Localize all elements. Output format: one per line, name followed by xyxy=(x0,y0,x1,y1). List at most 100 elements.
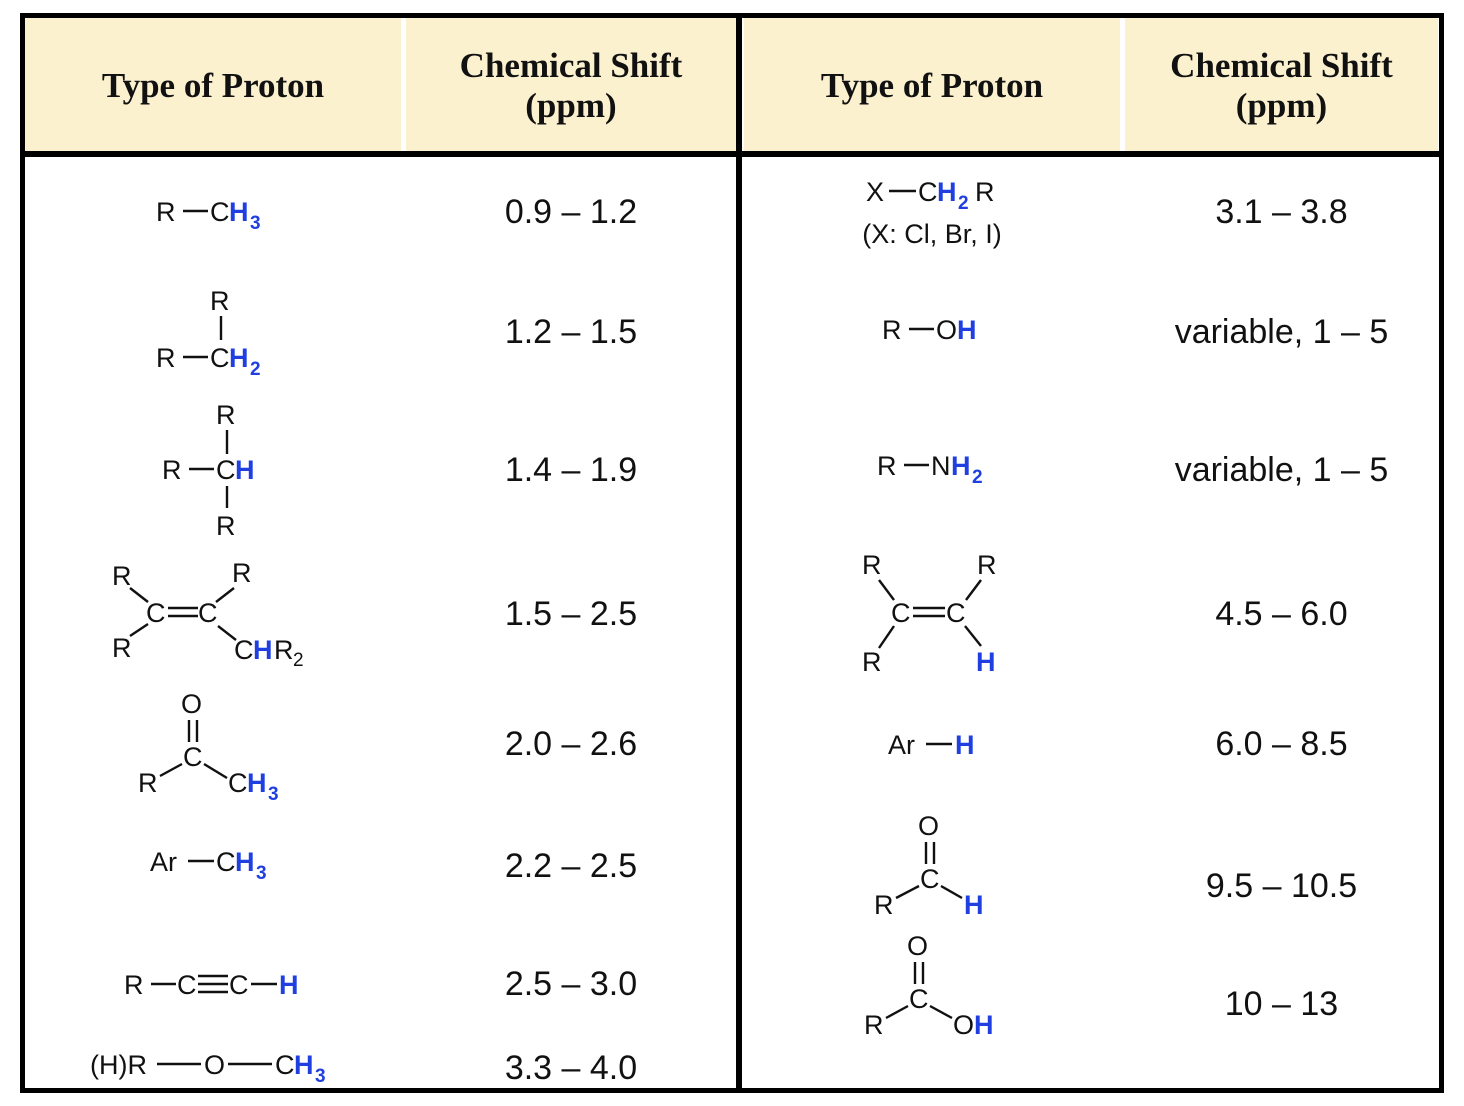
svg-text:2: 2 xyxy=(293,650,304,671)
table-frame xyxy=(20,13,1444,1093)
left-shift-4: 1.5 – 2.5 xyxy=(504,594,638,633)
svg-text:R: R xyxy=(210,286,230,316)
svg-text:Ar: Ar xyxy=(888,730,915,760)
svg-text:2: 2 xyxy=(972,467,983,488)
svg-text:H: H xyxy=(951,451,971,481)
left-shift-7: 2.5 – 3.0 xyxy=(504,964,638,1003)
left-shift-1: 0.9 – 1.2 xyxy=(504,192,638,231)
header-bg-4 xyxy=(1125,18,1438,153)
svg-text:H: H xyxy=(229,343,249,373)
right-shift-4: 4.5 – 6.0 xyxy=(1215,594,1348,633)
header-chemical-shift-right: Chemical Shift(ppm) xyxy=(1170,45,1393,125)
svg-text:R: R xyxy=(216,511,236,541)
svg-text:3: 3 xyxy=(256,863,267,884)
svg-text:C: C xyxy=(918,177,938,207)
right-shift-7: 10 – 13 xyxy=(1224,984,1339,1023)
svg-text:R: R xyxy=(112,633,132,663)
svg-text:H: H xyxy=(294,1050,314,1080)
svg-text:C: C xyxy=(177,970,197,1000)
svg-text:N: N xyxy=(931,451,951,481)
right-shift-3: variable, 1 – 5 xyxy=(1174,450,1389,489)
svg-text:R: R xyxy=(977,550,997,580)
svg-text:3: 3 xyxy=(268,784,279,805)
left-shift-2: 1.2 – 1.5 xyxy=(504,312,638,351)
svg-text:R: R xyxy=(112,561,132,591)
center-divider xyxy=(736,13,742,1093)
svg-text:O: O xyxy=(936,315,957,345)
svg-text:3: 3 xyxy=(250,213,261,234)
svg-text:C: C xyxy=(234,635,254,665)
svg-text:R: R xyxy=(862,550,882,580)
svg-text:2: 2 xyxy=(958,193,969,214)
svg-text:C: C xyxy=(146,598,166,628)
svg-text:O: O xyxy=(181,689,202,719)
svg-text:O: O xyxy=(204,1050,225,1080)
header-bg-3 xyxy=(744,18,1120,153)
svg-text:R: R xyxy=(162,455,182,485)
svg-text:C: C xyxy=(216,455,236,485)
svg-text:H: H xyxy=(253,635,273,665)
svg-text:O: O xyxy=(907,931,928,961)
svg-text:R: R xyxy=(975,177,995,207)
svg-text:H: H xyxy=(974,1010,994,1040)
svg-text:R: R xyxy=(274,635,294,665)
svg-text:R: R xyxy=(864,1010,884,1040)
svg-text:R: R xyxy=(216,400,236,430)
svg-text:H: H xyxy=(957,315,977,345)
svg-text:C: C xyxy=(946,598,966,628)
left-shift-6: 2.2 – 2.5 xyxy=(504,846,638,885)
svg-text:C: C xyxy=(909,984,929,1014)
svg-text:R: R xyxy=(138,768,158,798)
svg-text:2: 2 xyxy=(250,359,261,380)
svg-text:R: R xyxy=(874,890,894,920)
svg-text:R: R xyxy=(124,970,144,1000)
svg-text:(H)R: (H)R xyxy=(90,1050,147,1080)
svg-text:C: C xyxy=(229,970,249,1000)
svg-text:H: H xyxy=(247,768,267,798)
svg-text:C: C xyxy=(228,768,248,798)
svg-text:R: R xyxy=(882,315,902,345)
svg-text:H: H xyxy=(235,847,255,877)
svg-text:C: C xyxy=(275,1050,295,1080)
header-type-of-proton-left: Type of Proton xyxy=(101,65,325,105)
svg-text:H: H xyxy=(964,890,984,920)
left-shift-8: 3.3 – 4.0 xyxy=(504,1048,638,1087)
header-type-of-proton-right: Type of Proton xyxy=(820,65,1044,105)
header-white-divider-right xyxy=(1120,18,1125,151)
header-bottom-rule xyxy=(20,151,1444,157)
svg-text:C: C xyxy=(216,847,236,877)
right-shift-2: variable, 1 – 5 xyxy=(1174,312,1389,351)
right-shift-6: 9.5 – 10.5 xyxy=(1205,866,1358,905)
right-shift-5: 6.0 – 8.5 xyxy=(1215,724,1348,763)
left-shift-5: 2.0 – 2.6 xyxy=(504,724,638,763)
svg-text:3: 3 xyxy=(315,1066,326,1087)
svg-text:O: O xyxy=(918,811,939,841)
header-bg-2 xyxy=(406,18,736,153)
header-white-divider-left xyxy=(401,18,406,151)
right-shift-1: 3.1 – 3.8 xyxy=(1215,192,1348,231)
svg-text:C: C xyxy=(210,343,230,373)
svg-text:C: C xyxy=(198,598,218,628)
svg-text:O: O xyxy=(953,1010,974,1040)
svg-text:H: H xyxy=(279,970,299,1000)
left-shift-3: 1.4 – 1.9 xyxy=(504,450,638,489)
svg-text:C: C xyxy=(183,742,203,772)
svg-text:(X: Cl, Br, I): (X: Cl, Br, I) xyxy=(862,219,1002,249)
header-bg-1 xyxy=(25,18,401,153)
svg-text:Ar: Ar xyxy=(150,847,177,877)
header-chemical-shift-left: Chemical Shift(ppm) xyxy=(459,45,683,125)
svg-text:H: H xyxy=(976,647,996,677)
svg-text:R: R xyxy=(877,451,897,481)
svg-text:R: R xyxy=(862,647,882,677)
svg-text:H: H xyxy=(937,177,957,207)
svg-text:X: X xyxy=(866,177,884,207)
svg-text:R: R xyxy=(232,558,252,588)
svg-text:R: R xyxy=(156,343,176,373)
svg-text:H: H xyxy=(955,730,975,760)
svg-text:H: H xyxy=(235,455,255,485)
svg-text:C: C xyxy=(210,197,230,227)
svg-text:C: C xyxy=(920,864,940,894)
svg-text:R: R xyxy=(156,197,176,227)
svg-text:H: H xyxy=(229,197,249,227)
